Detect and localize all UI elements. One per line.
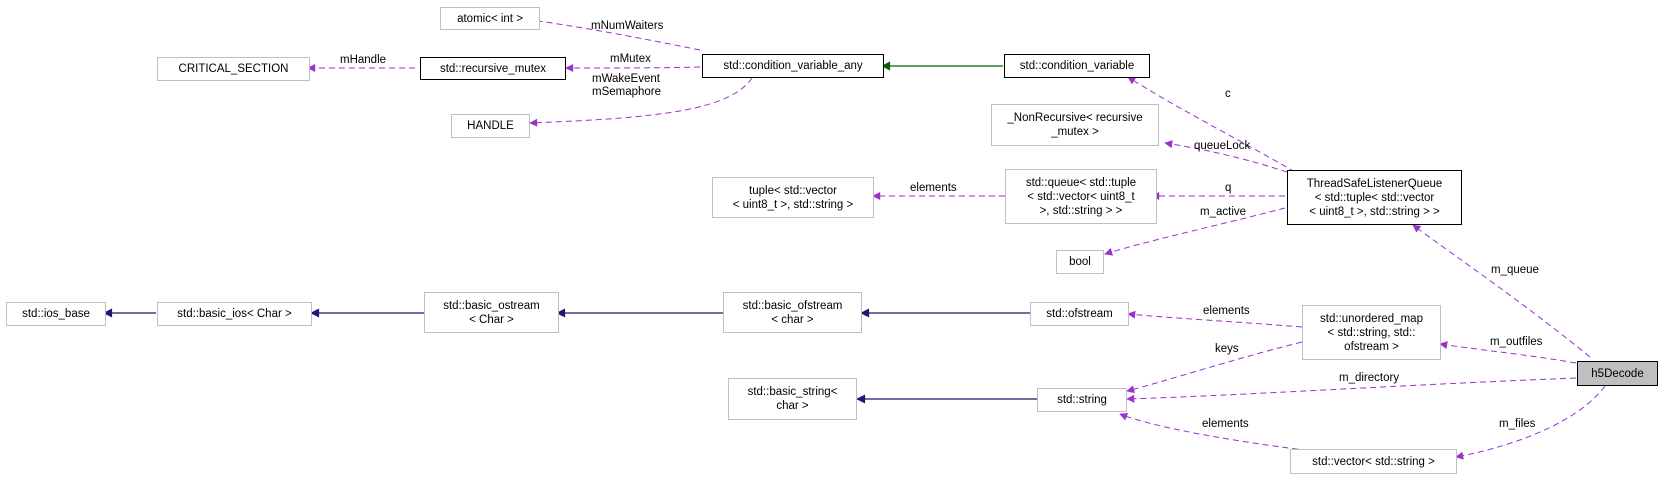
node-basic-ios[interactable]: std::basic_ios< Char > xyxy=(157,302,312,326)
node-h5decode[interactable]: h5Decode xyxy=(1577,361,1658,386)
node-bool[interactable]: bool xyxy=(1056,250,1104,274)
node-tuple[interactable]: tuple< std::vector < uint8_t >, std::str… xyxy=(712,177,874,218)
label-m-files: m_files xyxy=(1499,418,1536,430)
label-m-directory: m_directory xyxy=(1339,372,1400,384)
edge-elements-string xyxy=(1119,412,1329,454)
label-c: c xyxy=(1225,88,1231,100)
node-std-string[interactable]: std::string xyxy=(1037,388,1127,412)
node-nonrecursive[interactable]: _NonRecursive< recursive _mutex > xyxy=(991,104,1159,146)
node-recursive-mutex[interactable]: std::recursive_mutex xyxy=(420,57,566,80)
label-elements-string: elements xyxy=(1202,418,1249,430)
label-queuelock: queueLock xyxy=(1194,140,1251,152)
label-m-outfiles: m_outfiles xyxy=(1490,336,1543,348)
edge-mwakeevent xyxy=(529,77,753,127)
edge-m-queue xyxy=(1412,224,1591,358)
node-atomic-int[interactable]: atomic< int > xyxy=(440,7,540,30)
node-basic-string[interactable]: std::basic_string< char > xyxy=(728,378,857,420)
edge-mmutex xyxy=(565,63,701,72)
node-handle[interactable]: HANDLE xyxy=(451,114,530,138)
label-mwakeevent: mWakeEvent mSemaphore xyxy=(592,73,662,98)
node-condition-variable-any[interactable]: std::condition_variable_any xyxy=(702,54,884,78)
node-basic-ofstream[interactable]: std::basic_ofstream < char > xyxy=(723,292,862,333)
label-mmutex: mMutex xyxy=(610,53,651,65)
node-critical-section[interactable]: CRITICAL_SECTION xyxy=(157,57,310,81)
label-elements-ofstream: elements xyxy=(1203,305,1250,317)
label-mnumwaiters: mNumWaiters xyxy=(591,20,664,32)
node-condition-variable[interactable]: std::condition_variable xyxy=(1004,54,1150,78)
node-threadsafelistenerqueue[interactable]: ThreadSafeListenerQueue < std::tuple< st… xyxy=(1287,170,1462,225)
edge-m-directory xyxy=(1126,377,1577,403)
node-basic-ostream[interactable]: std::basic_ostream < Char > xyxy=(424,292,559,333)
edge-c xyxy=(1127,76,1296,173)
node-unordered-map[interactable]: std::unordered_map < std::string, std:: … xyxy=(1302,305,1441,360)
edge-elements-ofstream xyxy=(1127,310,1303,328)
edge-m-active xyxy=(1104,207,1286,256)
label-keys: keys xyxy=(1215,343,1239,355)
label-mhandle: mHandle xyxy=(340,54,387,66)
edge-keys xyxy=(1126,341,1303,394)
label-elements-tuple: elements xyxy=(910,182,957,194)
edge-m-files xyxy=(1455,385,1606,460)
label-m-active: m_active xyxy=(1200,206,1247,218)
label-q: q xyxy=(1225,182,1232,194)
label-m-queue: m_queue xyxy=(1491,264,1539,276)
edge-m-outfiles xyxy=(1439,341,1577,364)
node-ios-base[interactable]: std::ios_base xyxy=(6,302,106,326)
node-vector-string[interactable]: std::vector< std::string > xyxy=(1290,449,1457,474)
node-queue[interactable]: std::queue< std::tuple < std::vector< ui… xyxy=(1005,169,1157,224)
node-ofstream[interactable]: std::ofstream xyxy=(1030,302,1129,326)
edge-queuelock xyxy=(1164,140,1288,173)
